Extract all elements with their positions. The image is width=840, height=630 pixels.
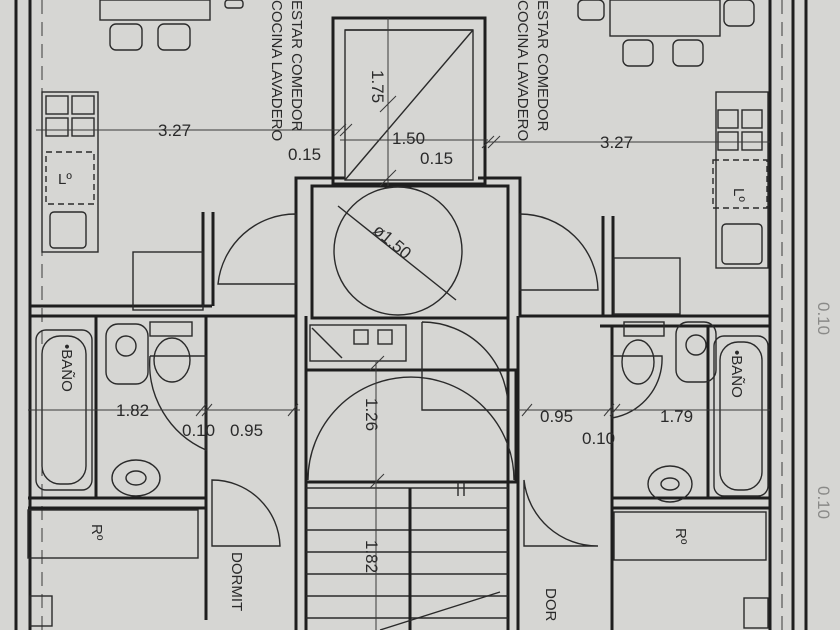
label-left-living-1: ESTAR COMEDOR (288, 0, 305, 132)
label-left-laundry: Lº (58, 171, 72, 188)
dim-right-door-width: 0.95 (540, 407, 573, 426)
storage-units (27, 509, 769, 629)
label-right-laundry: Lº (730, 188, 747, 202)
dim-right-bath-width: 1.79 (660, 407, 693, 426)
dining-sets (99, 0, 755, 67)
elevator-circle (333, 186, 463, 316)
label-right-bedroom: DOR (542, 588, 559, 622)
dim-margin-lower: 0.10 (814, 486, 833, 519)
dim-right-wall-thickness: 0.10 (582, 429, 615, 448)
dim-duct-width: 1.50 (392, 129, 425, 148)
dim-left-bath-width: 1.82 (116, 401, 149, 420)
label-right-storage: Rº (672, 528, 689, 545)
label-left-living-2: COCINA LAVADERO (268, 0, 285, 141)
dim-duct-height: 1.75 (368, 70, 387, 103)
label-left-bath: •BAÑO (58, 344, 75, 392)
label-right-living-2: COCINA LAVADERO (514, 0, 531, 141)
dim-right-wall-gap: 0.15 (420, 149, 453, 168)
dim-stair-depth: 1.82 (362, 540, 381, 573)
label-left-bedroom: DORMIT (228, 552, 245, 611)
dim-right-kitchen-width: 3.27 (600, 133, 633, 152)
dim-left-wall-thickness: 0.10 (182, 421, 215, 440)
label-left-storage: Rº (88, 524, 105, 541)
doors (148, 213, 663, 547)
label-right-bath: •BAÑO (728, 350, 745, 398)
dim-left-door-width: 0.95 (230, 421, 263, 440)
dim-margin-upper: 0.10 (814, 302, 833, 335)
dim-left-kitchen-width: 3.27 (158, 121, 191, 140)
dim-left-wall-gap: 0.15 (288, 145, 321, 164)
dimension-lines (28, 18, 770, 630)
label-right-living-1: ESTAR COMEDOR (534, 0, 551, 132)
dim-landing-depth: 1.26 (362, 398, 381, 431)
core (304, 16, 518, 484)
staircase (306, 482, 508, 630)
kitchen-counters (41, 91, 769, 269)
room-labels: ESTAR COMEDOR COCINA LAVADERO ESTAR COME… (58, 0, 747, 622)
